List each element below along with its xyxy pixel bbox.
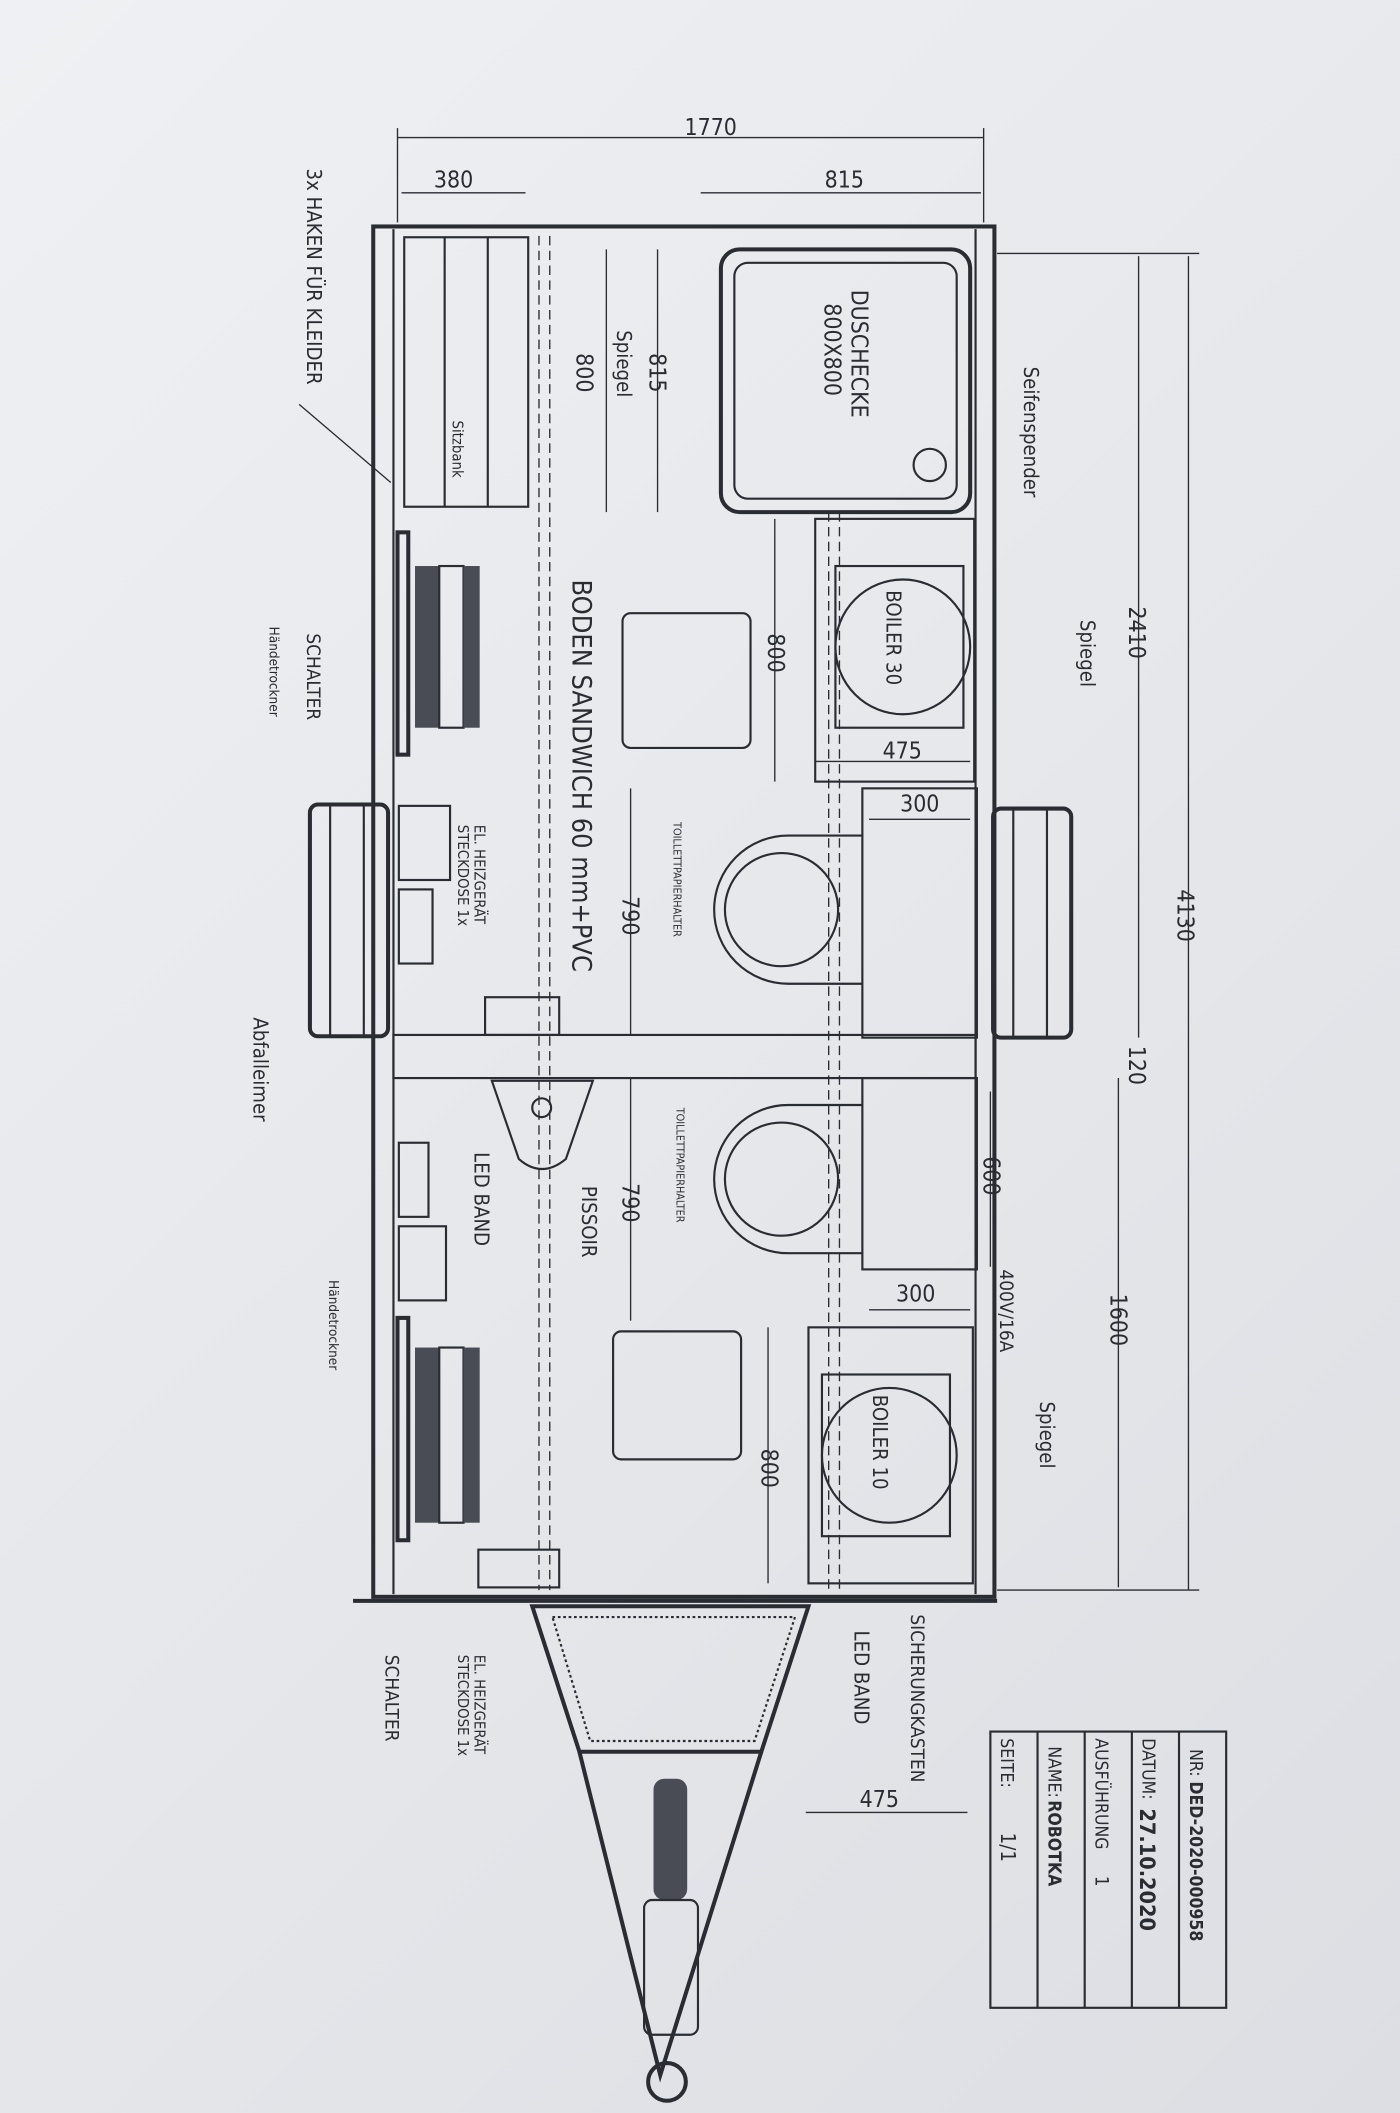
shower-label: DUSCHECKE [846,290,872,418]
dim: 475 [883,739,922,765]
drawbar [529,1604,812,2103]
hand-dryer [397,804,452,882]
label-fuse-box: SICHERUNGKASTEN [906,1614,928,1782]
dim-bench-width: 380 [434,167,473,193]
boiler-label: BOILER 10 [868,1395,892,1490]
label-floor: BODEN SANDWICH 60 mm+PVC [566,580,597,972]
datum-label: DATUM: [1138,1738,1158,1799]
wheel [991,806,1074,1040]
label-hooks: 3x HAKEN FÜR KLEIDER [302,169,326,385]
wheel [307,802,391,1039]
seite-value: 1/1 [996,1833,1020,1862]
dim: 475 [860,1787,899,1813]
label-toilet-paper-holder: TOILLETTPAPIERHALTER [673,1107,686,1223]
label-led: LED BAND [849,1631,873,1725]
label-hand-dryer: Händetrockner [325,1280,341,1370]
bench-label: Sitzbank [449,421,466,478]
pissoir [490,1079,595,1171]
dim: 800 [762,633,788,672]
label-mirror: Spiegel [1035,1401,1059,1468]
dim: 800 [755,1449,781,1488]
dim-rear: 1600 [1104,1294,1130,1346]
name-value: ROBOTKA [1043,1800,1063,1887]
waste-bin [397,888,434,965]
shower-size: 800X800 [819,303,845,396]
heater [477,1548,561,1589]
sink-1: BOILER 30 [814,517,976,783]
label-socket: STECKDOSE 1x [454,1655,471,1756]
dim: 790 [617,1183,643,1222]
label-switch: SCHALTER [302,633,324,720]
ausfuehrung-value: 1 [1090,1876,1112,1887]
label-heater: EL. HEIZGERÄT [470,825,488,925]
toilet-1 [713,787,978,1039]
dim: 300 [900,791,939,817]
boiler-label: BOILER 30 [882,590,906,685]
hand-dryer [397,1225,448,1302]
bench: Sitzbank [403,236,530,508]
label-led: LED BAND [469,1152,493,1246]
toilet-2 [713,1076,978,1271]
door [395,1315,480,1543]
label-power: 400V/16A [995,1269,1017,1352]
floor-mat [621,612,752,750]
annotations: 3x HAKEN FÜR KLEIDER Spiegel Seifenspend… [248,169,1099,1783]
shower: DUSCHECKE 800X800 [718,247,973,515]
title-block: NR: DED-2020-000958 DATUM: 27.10.2020 AU… [989,1730,1228,2009]
label-socket: STECKDOSE 1x [454,825,471,926]
label-waste-bin: Abfalleimer [248,1017,272,1122]
label-switch: SCHALTER [380,1655,402,1742]
door [395,530,480,757]
nr-value: DED-2020-000958 [1185,1781,1205,1941]
dim-beam: 120 [1123,1046,1149,1085]
heater [484,996,561,1037]
dimension-values: 1770 380 815 4130 2410 120 1600 800 815 … [434,115,1198,1813]
dim-front: 2410 [1123,606,1149,658]
waste-bin [397,1141,430,1218]
dim: 790 [617,896,643,935]
label-mirror: Spiegel [1076,620,1100,687]
dim: 600 [978,1156,1004,1195]
ausfuehrung-label: AUSFÜHRUNG [1090,1738,1112,1849]
drain-icon [531,1097,553,1119]
name-label: NAME: [1043,1746,1063,1797]
label-pissoir: PISSOIR [577,1186,601,1258]
dim-total-width: 1770 [685,115,737,141]
label-hand-dryer: Händetrockner [265,627,281,717]
nr-label: NR: [1185,1749,1205,1776]
dim: 800 [571,353,597,392]
datum-value: 27.10.2020 [1134,1808,1159,1931]
label-mirror: Spiegel [612,330,636,397]
dim: 815 [643,353,669,392]
sink-2: BOILER 10 [807,1326,974,1585]
label-soap-dispenser: Seifenspender [1019,367,1043,498]
dim-shower-width: 815 [825,167,864,193]
label-toilet-paper-holder: TOILLETTPAPIERHALTER [671,821,684,937]
cross-beam [392,1033,977,1080]
dim-total-length: 4130 [1172,889,1198,941]
seite-label: SEITE: [996,1738,1016,1787]
label-heater: EL. HEIZGERÄT [470,1655,488,1755]
floor-mat [612,1330,743,1461]
dimension-lines [396,128,1200,1814]
dim: 300 [896,1282,935,1308]
